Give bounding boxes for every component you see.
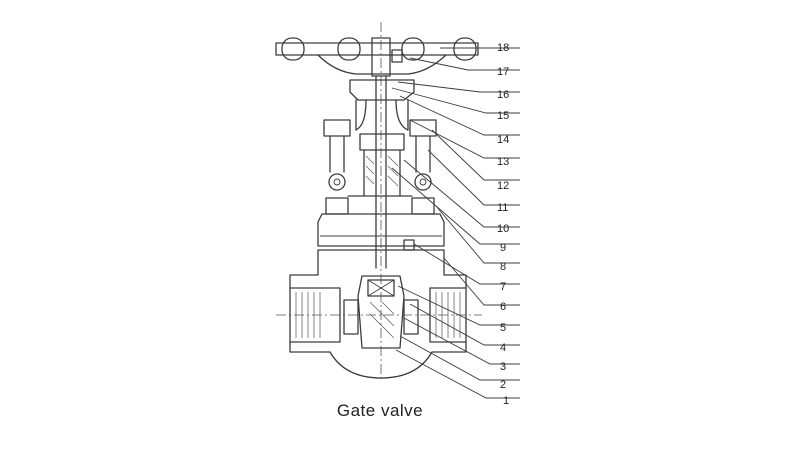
- part-label-10: 10: [497, 223, 509, 235]
- part-label-7: 7: [500, 281, 506, 293]
- part-label-2: 2: [500, 379, 506, 391]
- part-label-18: 18: [497, 42, 509, 54]
- part-label-4: 4: [500, 342, 506, 354]
- part-label-13: 13: [497, 156, 509, 168]
- part-label-16: 16: [497, 89, 509, 101]
- part-label-9: 9: [500, 242, 506, 254]
- part-label-6: 6: [500, 301, 506, 313]
- part-label-15: 15: [497, 110, 509, 122]
- part-label-11: 11: [497, 202, 508, 214]
- part-label-1: 1: [503, 395, 509, 407]
- part-label-14: 14: [497, 134, 509, 146]
- part-label-5: 5: [500, 322, 506, 334]
- valve-outline: [275, 22, 520, 399]
- part-label-12: 12: [497, 180, 509, 192]
- part-label-3: 3: [500, 361, 506, 373]
- part-label-17: 17: [497, 66, 509, 78]
- diagram-caption: Gate valve: [336, 401, 424, 420]
- part-label-8: 8: [500, 261, 506, 273]
- part-number-labels: 18 17 16 15 14 13 12 11 10 9 8 7 6 5 4 3…: [497, 42, 509, 407]
